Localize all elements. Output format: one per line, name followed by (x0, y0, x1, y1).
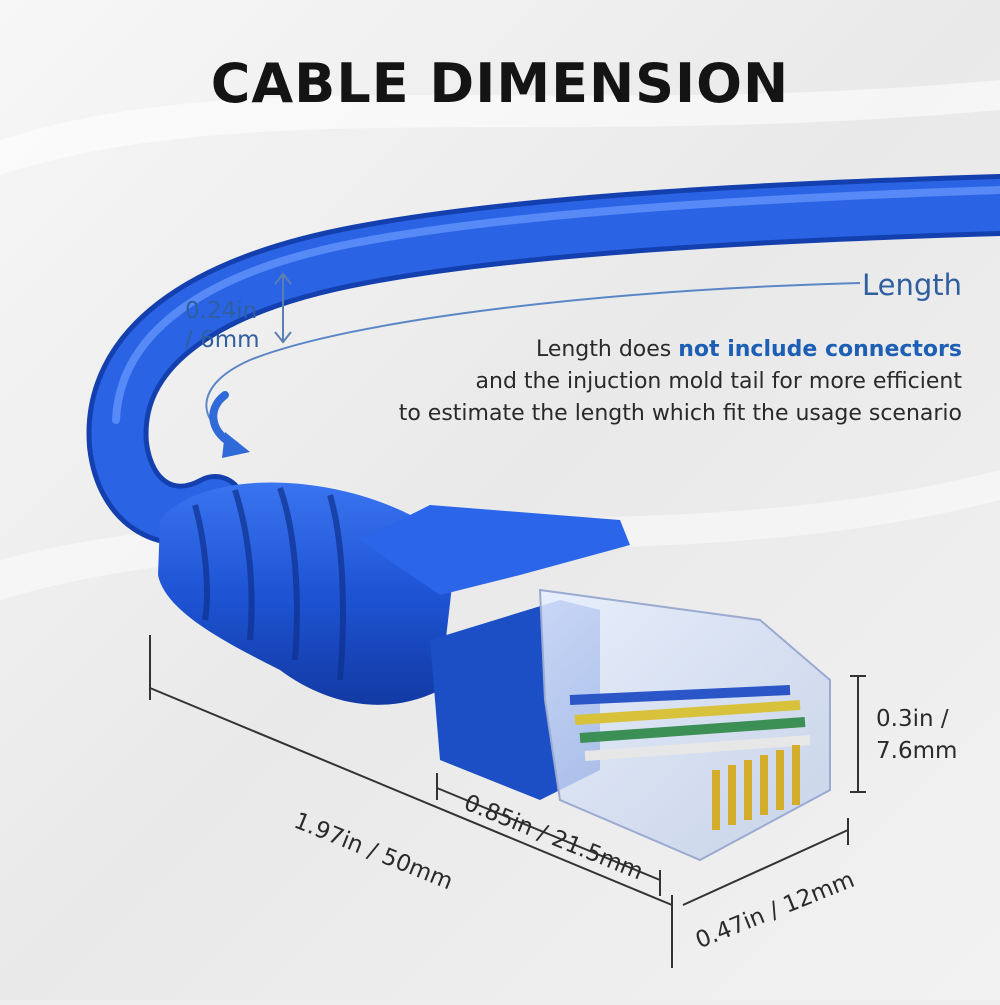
connector-latch (360, 505, 630, 595)
note-line-1: Length does not include connectors (536, 337, 962, 362)
vertical-double-arrow-icon (274, 272, 292, 344)
connector-height-in: 0.3in / (876, 706, 949, 732)
note-highlight: not include connectors (678, 337, 962, 362)
connector-height-mm: 7.6mm (876, 738, 958, 764)
note-prefix: Length does (535, 337, 679, 362)
dimension-lines (149, 635, 866, 968)
length-line (205, 282, 861, 423)
plug-wires (569, 685, 811, 761)
curved-arrow-down-icon (209, 391, 250, 458)
page-title: CABLE DIMENSION (210, 52, 790, 115)
rj45-plug (538, 588, 831, 862)
note-line-3: to estimate the length which fit the usa… (398, 401, 962, 426)
gold-pins (712, 745, 800, 830)
cable-diameter-in: 0.24in (185, 298, 258, 324)
length-label: Length (861, 268, 962, 302)
note-line-2: and the injuction mold tail for more eff… (475, 369, 962, 394)
cable-diameter-mm: / 6mm (185, 327, 260, 353)
